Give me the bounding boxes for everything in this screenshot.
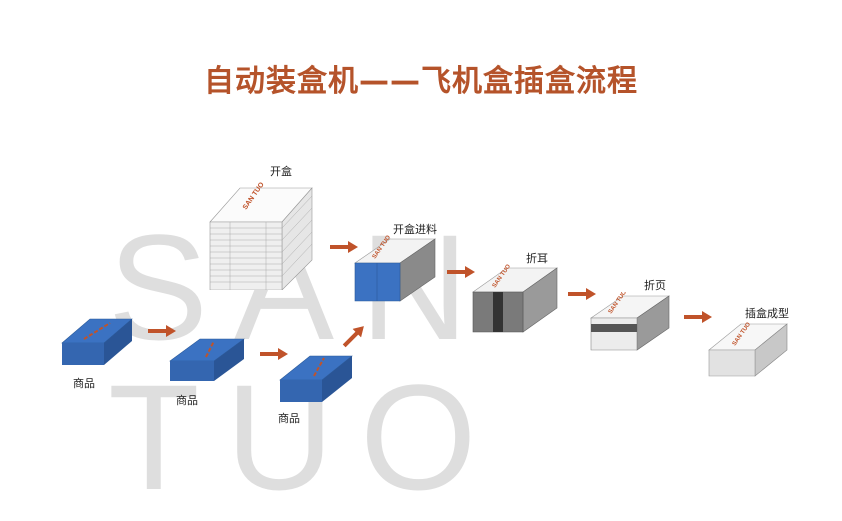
product-box-icon-2 <box>168 335 246 385</box>
stage-label-open-box-feed: 开盒进料 <box>393 223 437 236</box>
product-label-3: 商品 <box>278 412 300 425</box>
arrow-right-icon <box>148 325 176 337</box>
arrow-right-icon <box>447 266 475 278</box>
stage-label-fold-ears: 折耳 <box>526 252 548 265</box>
fold-ears-icon: SAN TUO <box>465 262 560 342</box>
product-box-icon-3 <box>278 352 354 404</box>
arrow-right-icon <box>330 241 358 253</box>
product-box-icon-1 <box>60 315 135 367</box>
arrow-right-icon <box>684 311 712 323</box>
stage-label-open-box: 开盒 <box>270 165 292 178</box>
product-label-2: 商品 <box>176 394 198 407</box>
flat-box-stack-icon: SAN TUO <box>200 180 320 290</box>
open-box-feed-icon: SAN TUO <box>345 235 440 310</box>
fold-flap-icon: SAN TUO <box>583 292 673 362</box>
arrow-up-right-icon <box>342 326 364 348</box>
stage-label-insert-form: 插盒成型 <box>745 307 789 320</box>
stage-label-fold-flap: 折页 <box>644 279 666 292</box>
product-label-1: 商品 <box>73 377 95 390</box>
diagram-title: 自动装盒机——飞机盒插盒流程 <box>204 64 638 99</box>
arrow-right-icon <box>260 348 288 360</box>
finished-box-icon: SAN TUO <box>705 320 790 380</box>
arrow-right-icon <box>568 288 596 300</box>
